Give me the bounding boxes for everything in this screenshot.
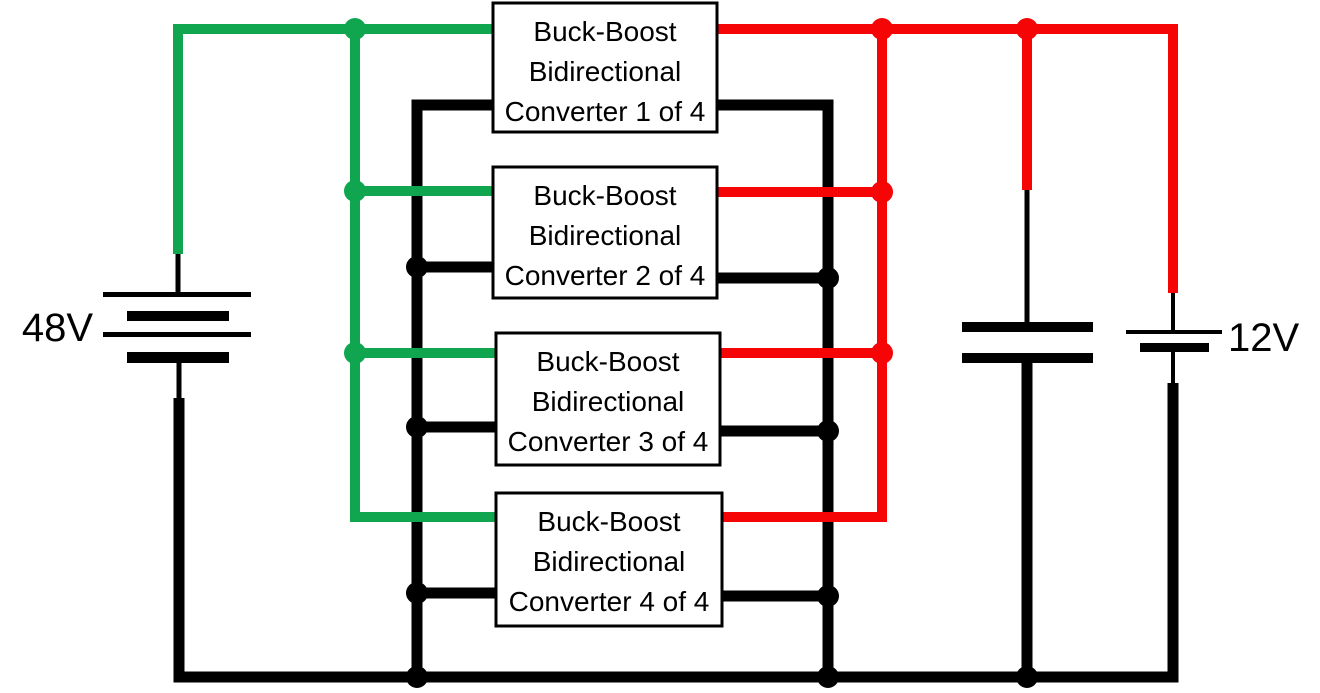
- converter-2-block: Buck-Boost Bidirectional Converter 2 of …: [491, 165, 719, 300]
- capacitor-plate-top: [962, 322, 1093, 332]
- ground-bus-right: [713, 99, 834, 677]
- hv-wire-network: [173, 18, 500, 522]
- converter-2-label-line1: Buck-Boost: [533, 180, 676, 211]
- converter-3-block: Buck-Boost Bidirectional Converter 3 of …: [494, 331, 722, 467]
- lv-wire-network: [713, 18, 1178, 522]
- converter-1-box: [491, 1, 719, 134]
- battery-48v-symbol: 48V: [22, 292, 251, 363]
- battery-48v-plate-long-1: [103, 292, 251, 297]
- ground-junction-dots: [406, 256, 1038, 688]
- ground-bus-bottom: [173, 383, 1179, 683]
- converter-2-label-line3: Converter 2 of 4: [505, 260, 706, 291]
- battery-12v-label: 12V: [1228, 316, 1299, 360]
- battery-12v-symbol: 12V: [1126, 316, 1299, 360]
- junction-dot-ground-left-converter3: [406, 416, 428, 438]
- junction-dot-ground-right-converter3: [817, 420, 839, 442]
- converter-2-label-line2: Bidirectional: [529, 220, 682, 251]
- junction-dot-hv-converter3: [344, 342, 366, 364]
- converter-4-block: Buck-Boost Bidirectional Converter 4 of …: [494, 491, 724, 628]
- battery-48v-plate-short-2: [127, 352, 229, 363]
- junction-dot-ground-right-converter2: [817, 267, 839, 289]
- battery-48v-plate-short-1: [127, 311, 229, 321]
- converter-4-box: [494, 491, 724, 628]
- converter-1-block: Buck-Boost Bidirectional Converter 1 of …: [491, 1, 719, 134]
- capacitor-plate-bottom: [962, 353, 1093, 363]
- converter-2-box: [491, 165, 719, 300]
- junction-dot-hv-converter1: [344, 18, 366, 40]
- junction-dot-ground-right-converter4: [817, 585, 839, 607]
- battery-12v-plate-long: [1126, 330, 1222, 334]
- battery-12v-plate-short: [1140, 343, 1209, 352]
- ground-bus-left: [411, 99, 497, 677]
- battery-48v-label: 48V: [22, 306, 93, 350]
- wire-converter1-to-12v: [713, 24, 1178, 293]
- capacitor-symbol: [962, 322, 1093, 363]
- junction-dot-ground-bottom-left: [406, 666, 428, 688]
- converter-1-label-line3: Converter 1 of 4: [505, 96, 706, 127]
- converter-3-label-line2: Bidirectional: [532, 386, 685, 417]
- battery-48v-plate-long-2: [103, 332, 251, 337]
- wire-48v-to-converter1: [173, 24, 497, 254]
- junction-dot-lv-converter2: [871, 181, 893, 203]
- junction-dot-lv-converter3: [871, 342, 893, 364]
- junction-dot-ground-left-converter2: [406, 256, 428, 278]
- ground-wire-network: [173, 99, 1179, 683]
- converter-1-label-line2: Bidirectional: [529, 56, 682, 87]
- junction-dot-ground-capacitor: [1016, 666, 1038, 688]
- junction-dot-lv-top-bus: [871, 18, 893, 40]
- converter-3-label-line1: Buck-Boost: [536, 346, 679, 377]
- junction-dot-lv-capacitor: [1016, 18, 1038, 40]
- converter-3-box: [494, 331, 722, 467]
- converter-4-label-line2: Bidirectional: [533, 546, 686, 577]
- converter-4-label-line1: Buck-Boost: [537, 506, 680, 537]
- junction-dot-hv-converter2: [344, 180, 366, 202]
- converter-1-label-line1: Buck-Boost: [533, 16, 676, 47]
- converter-4-label-line3: Converter 4 of 4: [509, 586, 710, 617]
- junction-dot-ground-bottom-right: [817, 666, 839, 688]
- converter-3-label-line3: Converter 3 of 4: [508, 426, 709, 457]
- junction-dot-ground-left-converter4: [406, 582, 428, 604]
